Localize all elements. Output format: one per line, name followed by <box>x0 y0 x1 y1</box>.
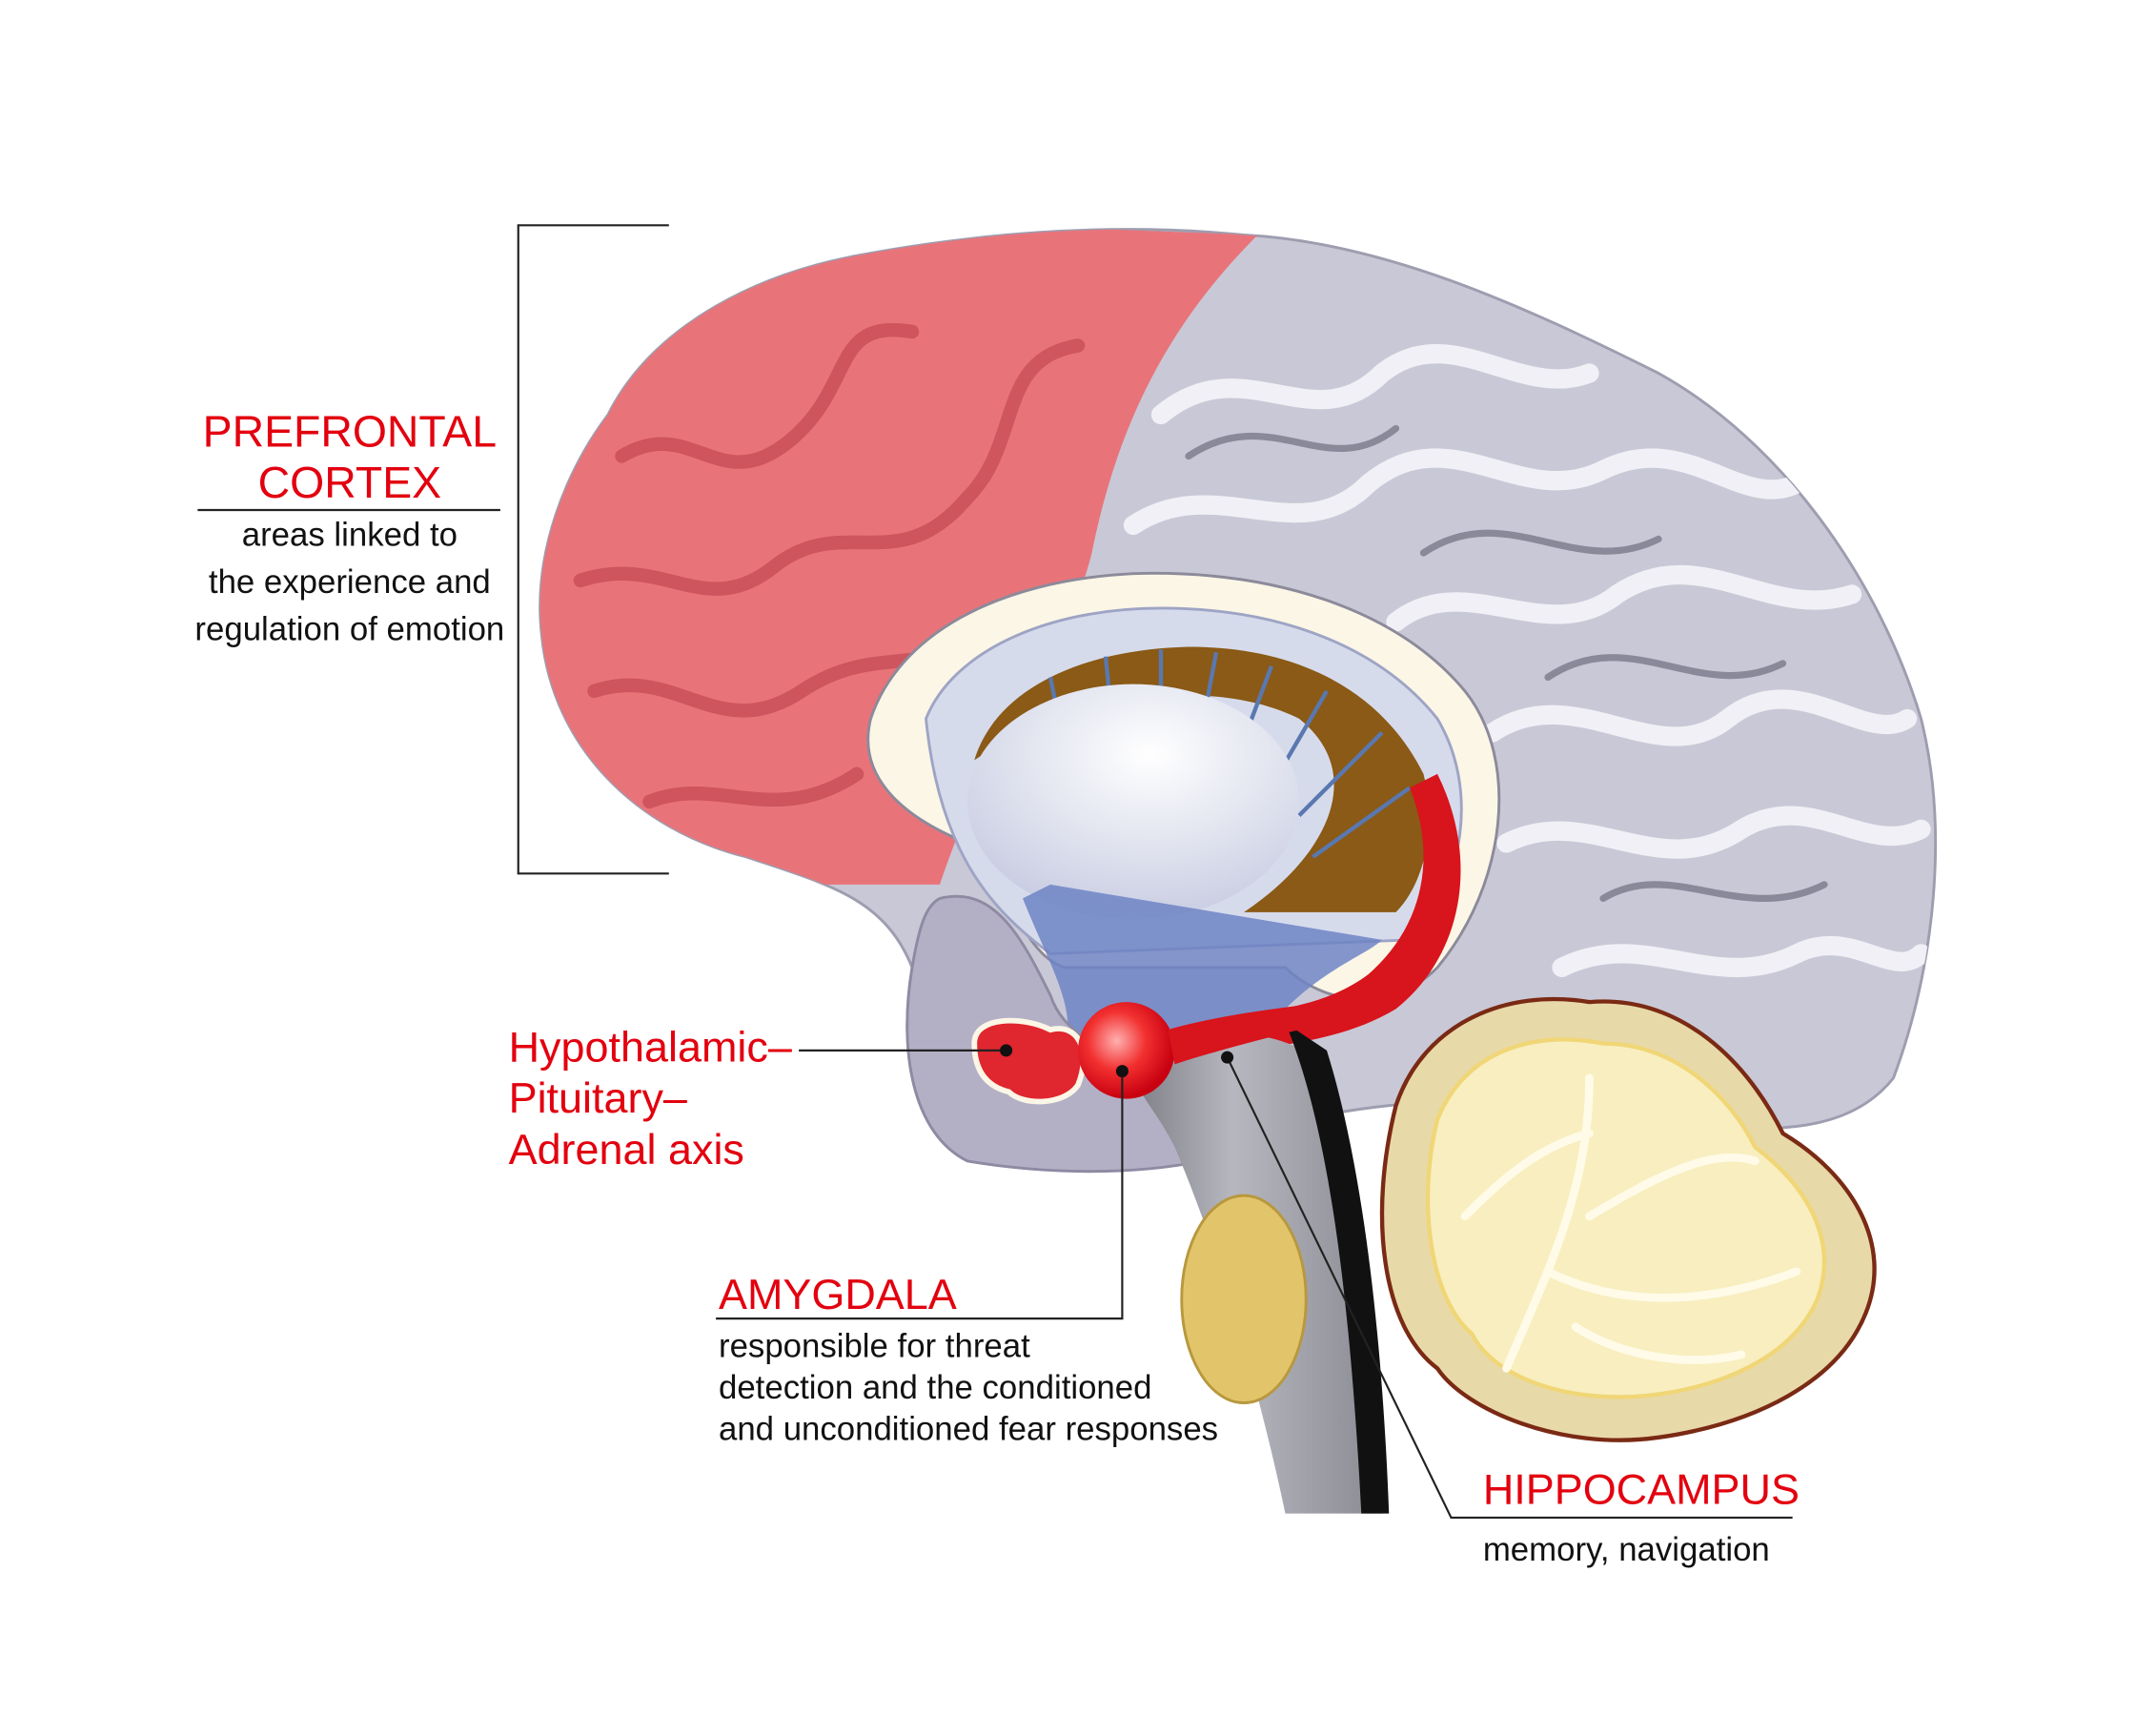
amygdala-label: AMYGDALA responsible for threat detectio… <box>716 1065 1218 1448</box>
hpa-pointer-dot <box>1000 1044 1013 1057</box>
amygdala-pointer-dot <box>1115 1065 1129 1078</box>
hippocampus-label: HIPPOCAMPUS memory, navigation <box>1221 1051 1800 1568</box>
hippocampus-desc: memory, navigation <box>1483 1532 1770 1568</box>
amygdala <box>1078 1002 1175 1099</box>
prefrontal-bracket <box>517 224 669 875</box>
hippocampus-fornix <box>1174 773 1461 1065</box>
prefrontal-title-1: PREFRONTAL <box>203 406 497 456</box>
hypothalamus-pituitary <box>971 1017 1087 1105</box>
prefrontal-title-2: CORTEX <box>258 458 441 507</box>
prefrontal-desc-2: the experience and <box>209 564 491 601</box>
prefrontal-desc-3: regulation of emotion <box>194 611 504 647</box>
thalamus <box>967 684 1299 920</box>
hippocampus-pointer-dot <box>1221 1051 1234 1064</box>
hpa-label: Hypothalamic– Pituitary– Adrenal axis <box>509 1022 1013 1174</box>
hippocampus-title: HIPPOCAMPUS <box>1483 1464 1800 1513</box>
pons <box>1180 1194 1308 1405</box>
amygdala-desc-1: responsible for threat <box>719 1329 1030 1365</box>
amygdala-desc-3: and unconditioned fear responses <box>719 1412 1218 1448</box>
amygdala-title: AMYGDALA <box>719 1270 957 1318</box>
hpa-title-1: Hypothalamic– <box>509 1022 792 1071</box>
amygdala-desc-2: detection and the conditioned <box>719 1370 1151 1406</box>
inner-structures <box>866 571 1501 1065</box>
hpa-title-3: Adrenal axis <box>509 1125 744 1174</box>
prefrontal-label: PREFRONTAL CORTEX areas linked to the ex… <box>194 406 504 647</box>
hpa-title-2: Pituitary– <box>509 1073 687 1122</box>
prefrontal-desc-1: areas linked to <box>242 518 458 554</box>
